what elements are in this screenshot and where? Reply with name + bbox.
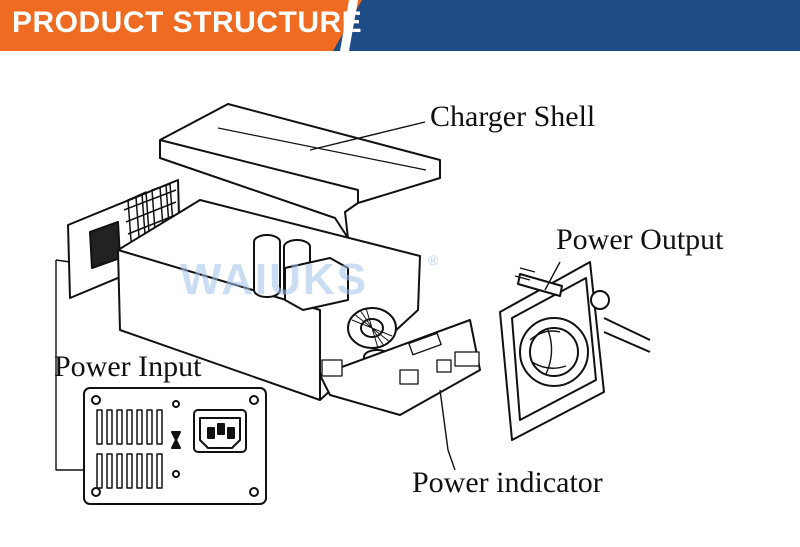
banner-orange-band <box>0 0 362 51</box>
power-input-panel <box>83 387 267 505</box>
output-leader <box>544 261 561 291</box>
label-power-output: Power Output <box>556 223 724 256</box>
label-power-input: Power Input <box>54 350 202 383</box>
front-fan-panel <box>499 261 651 441</box>
input-leader-bracket <box>55 260 84 471</box>
toroid-coil <box>347 307 397 349</box>
registered-mark: ® <box>428 252 439 268</box>
transformer <box>284 257 349 311</box>
watermark-logo: WAIUKS <box>180 255 368 304</box>
charger-shell-cover <box>159 103 441 239</box>
page-title: PRODUCT STRUCTURE <box>12 6 363 39</box>
header-banner: PRODUCT STRUCTURE <box>0 0 800 51</box>
label-charger-shell: Charger Shell <box>430 100 596 133</box>
indicator-leader <box>439 389 456 471</box>
charger-exploded-diagram <box>55 103 651 505</box>
shell-leader <box>309 121 426 151</box>
label-power-indicator: Power indicator <box>412 466 603 499</box>
side-plate <box>117 199 421 401</box>
